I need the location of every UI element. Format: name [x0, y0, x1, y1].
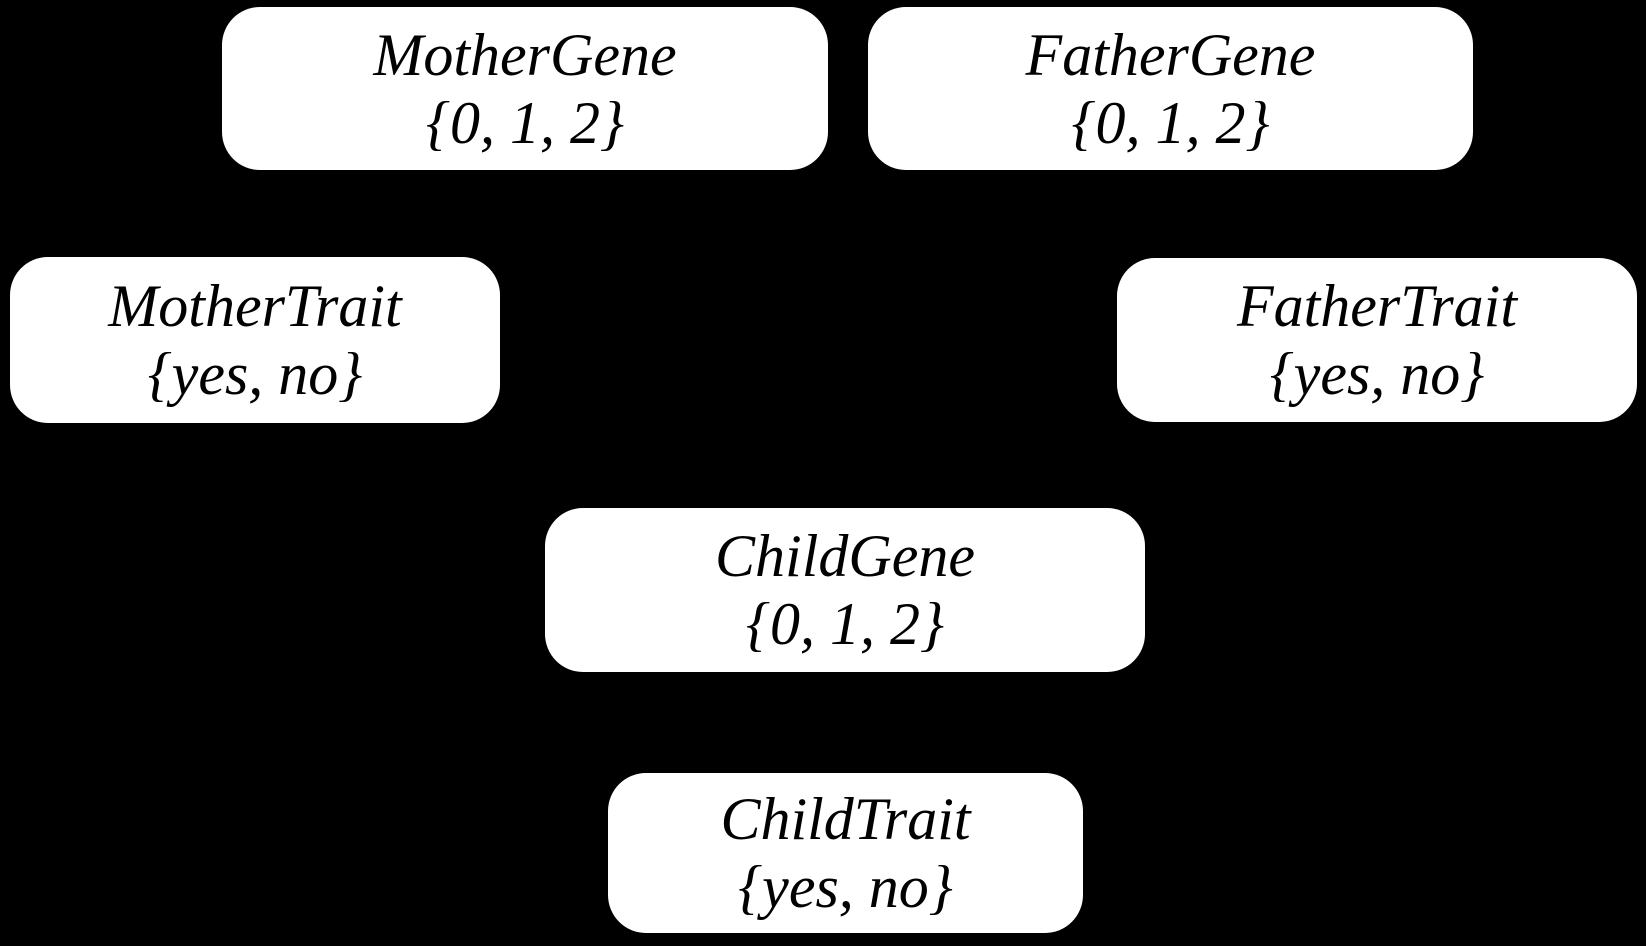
node-title: FatherGene: [1025, 21, 1316, 88]
node-domain: {0, 1, 2}: [1071, 89, 1270, 156]
node-mother-trait: MotherTrait {yes, no}: [10, 257, 500, 423]
node-domain: {0, 1, 2}: [746, 591, 944, 657]
node-mother-gene: MotherGene {0, 1, 2}: [222, 7, 828, 170]
node-domain: {yes, no}: [147, 341, 363, 407]
node-domain: {0, 1, 2}: [426, 89, 624, 156]
node-child-gene: ChildGene {0, 1, 2}: [545, 508, 1145, 672]
node-father-trait: FatherTrait {yes, no}: [1117, 258, 1637, 422]
node-title: MotherGene: [373, 21, 677, 88]
node-domain: {yes, no}: [738, 854, 953, 920]
node-title: MotherTrait: [108, 273, 402, 339]
node-father-gene: FatherGene {0, 1, 2}: [868, 7, 1473, 170]
node-child-trait: ChildTrait {yes, no}: [608, 773, 1083, 933]
node-domain: {yes, no}: [1269, 341, 1485, 407]
node-title: ChildGene: [715, 523, 975, 589]
node-title: ChildTrait: [720, 786, 971, 852]
node-title: FatherTrait: [1236, 273, 1518, 339]
